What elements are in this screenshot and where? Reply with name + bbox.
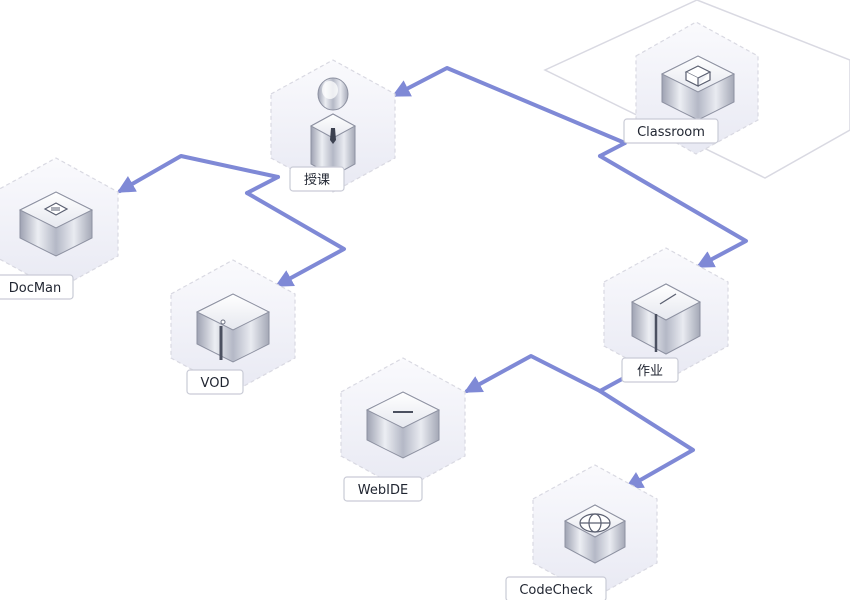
node-classroom[interactable]: Classroom <box>623 21 759 155</box>
label-text: 授课 <box>304 173 330 188</box>
node-teaching[interactable]: 授课 <box>270 59 396 193</box>
label-text: Classroom <box>637 125 705 140</box>
pencil-icon <box>659 293 677 305</box>
edge-teaching-docman <box>120 154 280 193</box>
node-homework[interactable]: 作业 <box>603 247 729 383</box>
label-classroom: Classroom <box>623 118 719 144</box>
node-codecheck[interactable]: CodeCheck <box>505 464 658 600</box>
teacher-person-icon <box>309 77 357 177</box>
edge-classroom-teaching <box>395 66 627 158</box>
document-icon <box>43 202 69 216</box>
node-vod[interactable]: VOD <box>170 259 296 395</box>
label-text: CodeCheck <box>519 583 593 598</box>
module-box <box>660 55 736 121</box>
label-homework: 作业 <box>621 357 679 383</box>
open-book-icon <box>684 65 712 87</box>
globe-check-icon <box>579 513 611 533</box>
label-text: WebIDE <box>358 483 408 498</box>
label-codecheck: CodeCheck <box>505 576 607 600</box>
label-text: 作业 <box>637 364 663 379</box>
edge-teaching-vod <box>245 191 346 287</box>
module-box <box>630 283 702 355</box>
label-docman: DocMan <box>0 274 74 300</box>
node-webide[interactable]: WebIDE <box>340 357 466 502</box>
label-teaching: 授课 <box>289 166 345 192</box>
connector-lines <box>120 66 748 489</box>
classroom-zone-outline <box>543 0 850 179</box>
label-text: DocMan <box>9 281 62 296</box>
module-box <box>365 391 441 459</box>
edge-classroom-homework <box>598 154 748 268</box>
video-box-icon <box>195 293 271 363</box>
node-docman[interactable]: DocMan <box>0 157 119 300</box>
label-vod: VOD <box>186 369 244 395</box>
edge-homework-codecheck <box>598 389 695 489</box>
label-text: VOD <box>201 376 230 391</box>
label-webide: WebIDE <box>343 476 423 502</box>
edge-homework-webide <box>467 354 624 391</box>
